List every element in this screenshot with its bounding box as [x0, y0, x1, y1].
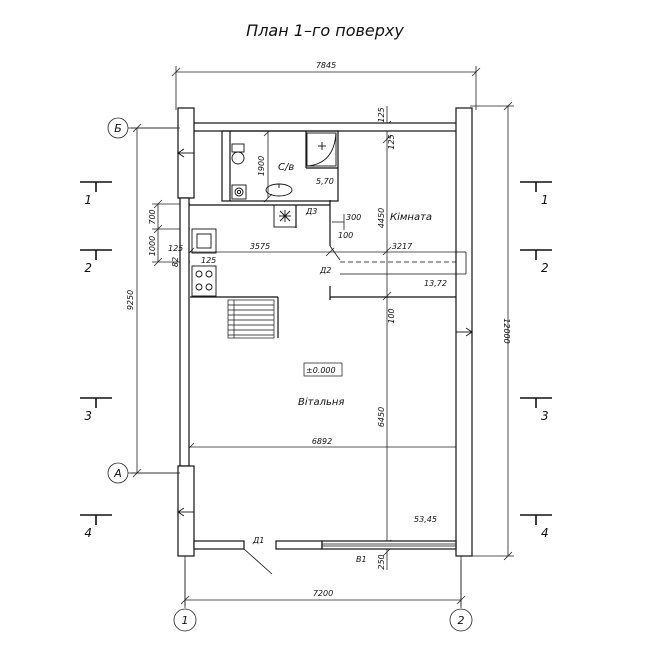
axis-a-label: А [113, 467, 122, 480]
stairs [227, 299, 275, 339]
left-wall [179, 197, 190, 467]
dim-right-total: 12000 [502, 318, 511, 343]
dim-700: 700 [148, 209, 157, 224]
dim-3575: 3575 [250, 242, 270, 251]
section-2-right: 2 [541, 261, 549, 275]
room-kimnata-area: 13,72 [424, 279, 447, 288]
left-wall-bottom [177, 465, 195, 557]
room-su-area: 5,70 [316, 177, 334, 186]
dim-4450: 4450 [377, 208, 386, 228]
dim-125-kitchen: 125 [201, 256, 216, 265]
dim-82: 82 [171, 257, 180, 267]
door-d3-label: Д3 [305, 207, 317, 216]
dim-125-top: 125 [377, 107, 386, 122]
section-markers [80, 181, 552, 525]
dim-1000: 1000 [148, 236, 157, 256]
axis-1-circle [173, 608, 197, 632]
sanitary-fixtures [231, 132, 337, 228]
dim-125-left: 125 [168, 244, 183, 253]
toilet-bowl-icon [231, 151, 245, 165]
axis-a-circle [107, 462, 129, 484]
door-swings [243, 205, 341, 575]
window-v1-label: В1 [356, 555, 367, 564]
dim-100-horizontal: 100 [338, 231, 353, 240]
section-2-left: 2 [84, 261, 92, 275]
shower-icon [306, 132, 337, 167]
kitchen [191, 228, 217, 297]
room-kimnata-label: Кімната [390, 211, 432, 223]
dim-125-b: 125 [387, 134, 396, 149]
dim-250: 250 [377, 554, 386, 569]
boiler-icon [231, 184, 247, 200]
door-d1-label: Д1 [252, 536, 264, 545]
dim-3217: 3217 [392, 242, 413, 251]
room-su-label: С/в [278, 162, 294, 173]
axis-b-circle [107, 117, 129, 139]
bottom-wall-left [193, 540, 245, 550]
axis-lines [107, 117, 473, 632]
dim-100-vertical: 100 [387, 308, 396, 323]
door-d1-leaf [243, 548, 273, 575]
top-wall [179, 122, 471, 132]
dim-bottom-total: 7200 [313, 589, 333, 598]
axis-b-label: Б [114, 122, 122, 135]
section-4-right: 4 [541, 526, 549, 540]
axis-2-label: 2 [458, 614, 465, 627]
wall-arrows [177, 148, 473, 517]
door-d2-label: Д2 [319, 266, 331, 275]
axis-1-label: 1 [182, 614, 189, 627]
dim-1900: 1900 [257, 156, 266, 176]
room-vitalnya-area: 53,45 [414, 515, 437, 524]
section-1-left: 1 [84, 193, 92, 207]
bottom-wall-mid [275, 540, 323, 550]
bathroom-box [221, 130, 339, 202]
section-3-right: 3 [541, 409, 549, 423]
window-v1 [322, 543, 456, 547]
room-vitalnya-label: Вітальня [298, 396, 344, 408]
kitchen-sink-icon [191, 228, 217, 254]
plan-title: План 1–го поверху [246, 21, 404, 40]
axis-2-circle [449, 608, 473, 632]
level-box [303, 362, 343, 377]
dim-6892: 6892 [312, 437, 332, 446]
dim-top-total: 7845 [316, 61, 336, 70]
door-d2-leaf [329, 245, 341, 261]
level-mark: ±0.000 [306, 366, 336, 375]
bottom-wall-right [321, 540, 457, 550]
stove-icon [191, 265, 217, 297]
section-4-left: 4 [84, 526, 92, 540]
dim-left-total: 9250 [126, 290, 135, 310]
partitions [189, 130, 467, 338]
dim-6450: 6450 [377, 407, 386, 427]
section-1-right: 1 [541, 193, 549, 207]
dim-300: 300 [346, 213, 361, 222]
toilet-icon [231, 143, 245, 153]
section-3-left: 3 [84, 409, 92, 423]
